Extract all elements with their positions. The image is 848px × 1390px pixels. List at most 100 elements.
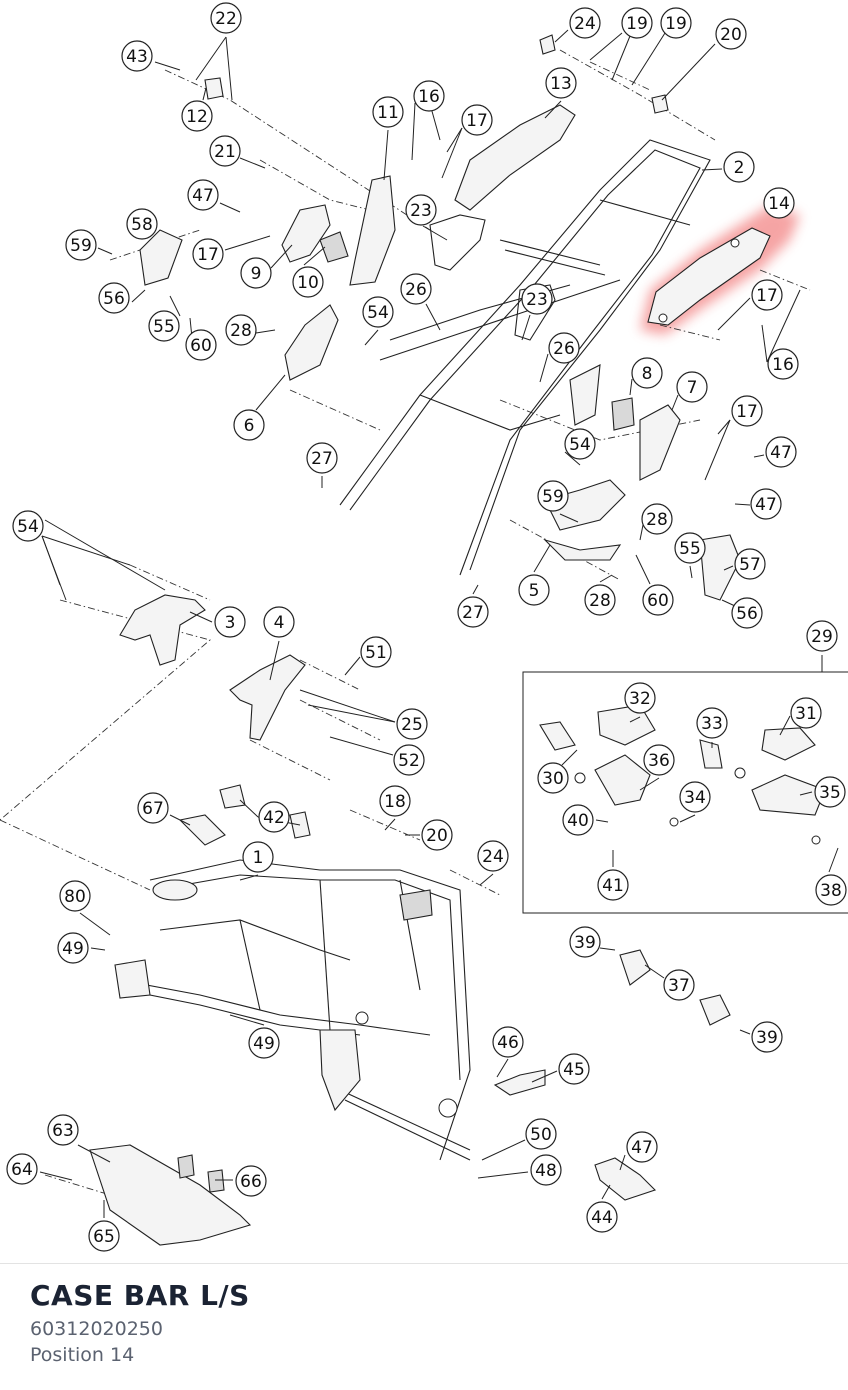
callout-17[interactable]: 17 [461,104,493,136]
callout-29[interactable]: 29 [806,620,838,652]
callout-21[interactable]: 21 [209,135,241,167]
callout-3[interactable]: 3 [214,606,246,638]
callout-45[interactable]: 45 [558,1053,590,1085]
callout-12[interactable]: 12 [181,100,213,132]
callout-25[interactable]: 25 [396,708,428,740]
callout-59[interactable]: 59 [65,229,97,261]
callout-20[interactable]: 20 [421,819,453,851]
callout-47[interactable]: 47 [187,179,219,211]
callout-60[interactable]: 60 [185,329,217,361]
callout-55[interactable]: 55 [148,310,180,342]
callout-16[interactable]: 16 [413,80,445,112]
callout-27[interactable]: 27 [457,596,489,628]
callout-39[interactable]: 39 [569,926,601,958]
callout-circle [477,840,509,872]
callout-4[interactable]: 4 [263,606,295,638]
callout-41[interactable]: 41 [597,869,629,901]
callout-47[interactable]: 47 [750,488,782,520]
callout-24[interactable]: 24 [477,840,509,872]
callout-17[interactable]: 17 [751,279,783,311]
callout-label: 29 [811,627,833,647]
callout-circle [696,707,728,739]
callout-35[interactable]: 35 [814,776,846,808]
callout-46[interactable]: 46 [492,1026,524,1058]
callout-49[interactable]: 49 [248,1027,280,1059]
callout-20[interactable]: 20 [715,18,747,50]
callout-28[interactable]: 28 [584,584,616,616]
callout-5[interactable]: 5 [518,574,550,606]
callout-10[interactable]: 10 [292,266,324,298]
callout-14[interactable]: 14 [763,187,795,219]
callout-44[interactable]: 44 [586,1201,618,1233]
callout-57[interactable]: 57 [734,548,766,580]
callout-56[interactable]: 56 [98,282,130,314]
callout-label: 27 [462,603,484,623]
callout-37[interactable]: 37 [663,969,695,1001]
leader-line [79,912,111,936]
callout-6[interactable]: 6 [233,409,265,441]
callout-label: 17 [466,111,488,131]
callout-80[interactable]: 80 [59,880,91,912]
callout-66[interactable]: 66 [235,1165,267,1197]
callout-54[interactable]: 54 [564,428,596,460]
callout-19[interactable]: 19 [621,7,653,39]
callout-40[interactable]: 40 [562,804,594,836]
callout-23[interactable]: 23 [521,283,553,315]
callout-13[interactable]: 13 [545,67,577,99]
callout-64[interactable]: 64 [6,1153,38,1185]
callout-1[interactable]: 1 [242,841,274,873]
callout-11[interactable]: 11 [372,96,404,128]
leader-line [761,324,768,363]
callout-42[interactable]: 42 [258,801,290,833]
callout-43[interactable]: 43 [121,40,153,72]
callout-34[interactable]: 34 [679,781,711,813]
callout-label: 56 [103,289,125,309]
callout-22[interactable]: 22 [210,2,242,34]
callout-48[interactable]: 48 [530,1154,562,1186]
callout-19[interactable]: 19 [660,7,692,39]
callout-23[interactable]: 23 [405,194,437,226]
callout-58[interactable]: 58 [126,208,158,240]
callout-18[interactable]: 18 [379,785,411,817]
callout-38[interactable]: 38 [815,874,847,906]
leader-line [169,295,181,317]
callout-24[interactable]: 24 [569,7,601,39]
callout-55[interactable]: 55 [674,532,706,564]
callout-54[interactable]: 54 [362,296,394,328]
callout-59[interactable]: 59 [537,480,569,512]
callout-47[interactable]: 47 [626,1131,658,1163]
callout-33[interactable]: 33 [696,707,728,739]
callout-60[interactable]: 60 [642,584,674,616]
callout-50[interactable]: 50 [525,1118,557,1150]
callout-9[interactable]: 9 [240,257,272,289]
callout-52[interactable]: 52 [393,744,425,776]
callout-47[interactable]: 47 [765,436,797,468]
callout-51[interactable]: 51 [360,636,392,668]
callout-67[interactable]: 67 [137,792,169,824]
callout-label: 4 [274,613,285,633]
callout-16[interactable]: 16 [767,348,799,380]
highlighted-part-case-bar[interactable] [640,205,800,335]
callout-30[interactable]: 30 [537,762,569,794]
callout-39[interactable]: 39 [751,1021,783,1053]
callout-label: 24 [482,847,504,867]
callout-36[interactable]: 36 [643,744,675,776]
callout-8[interactable]: 8 [631,357,663,389]
callout-7[interactable]: 7 [676,371,708,403]
callout-32[interactable]: 32 [624,682,656,714]
callout-2[interactable]: 2 [723,151,755,183]
callout-54[interactable]: 54 [12,510,44,542]
callout-56[interactable]: 56 [731,597,763,629]
callout-17[interactable]: 17 [731,395,763,427]
callout-label: 59 [542,487,564,507]
callout-28[interactable]: 28 [225,314,257,346]
callout-27[interactable]: 27 [306,442,338,474]
callout-26[interactable]: 26 [400,273,432,305]
callout-63[interactable]: 63 [47,1114,79,1146]
callout-49[interactable]: 49 [57,932,89,964]
callout-26[interactable]: 26 [548,332,580,364]
callout-65[interactable]: 65 [88,1220,120,1252]
callout-31[interactable]: 31 [790,697,822,729]
callout-28[interactable]: 28 [641,503,673,535]
callout-17[interactable]: 17 [192,238,224,270]
